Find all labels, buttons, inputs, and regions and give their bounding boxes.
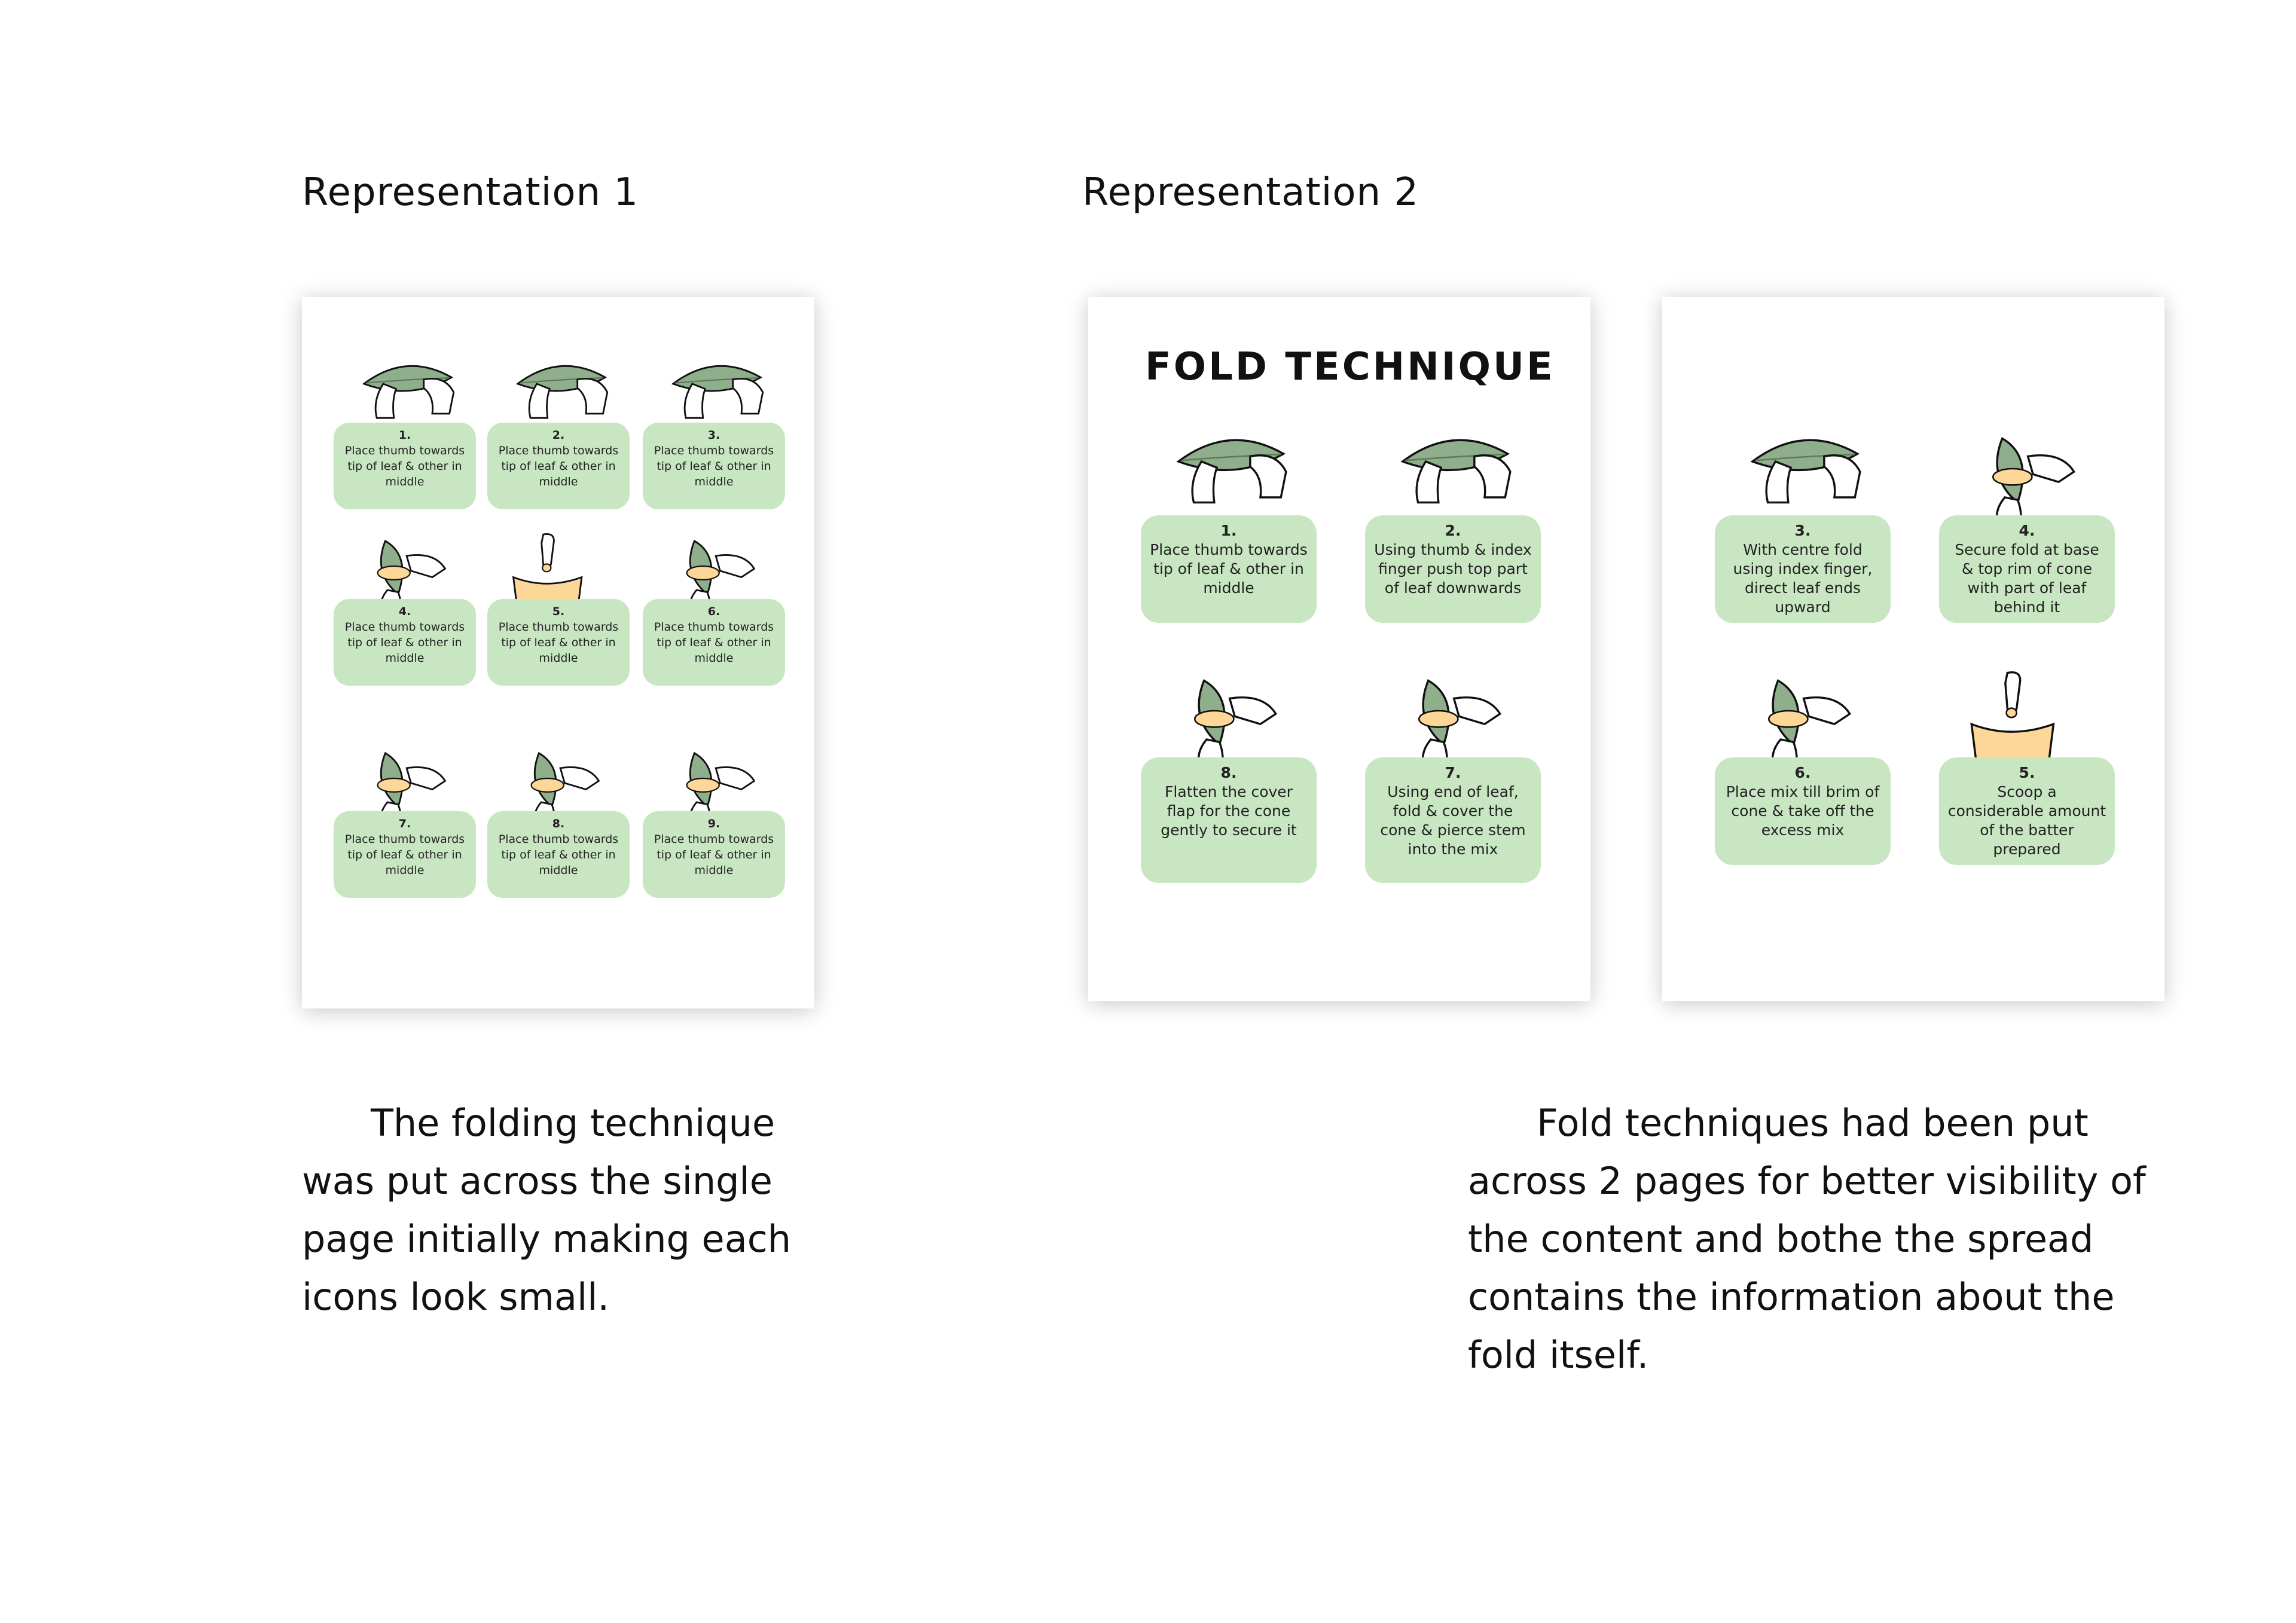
- step-number: 1.: [1220, 522, 1237, 539]
- step-description: Place mix till brim of cone & take off t…: [1726, 783, 1880, 839]
- step-card: 3. Place thumb towards tip of leaf & othe…: [643, 423, 785, 509]
- step-card: 2. Place thumb towards tip of leaf & othe…: [487, 423, 630, 509]
- step-description: Using thumb & index finger push top part…: [1374, 541, 1532, 597]
- heading-representation-1: Representation 1: [302, 170, 639, 215]
- step-description: Place thumb towards tip of leaf & other …: [498, 833, 619, 877]
- step-number: 7.: [398, 817, 411, 830]
- step-description: Place thumb towards tip of leaf & other …: [654, 833, 774, 877]
- step-description: Flatten the cover flap for the cone gent…: [1161, 783, 1297, 839]
- step-description: Place thumb towards tip of leaf & other …: [344, 621, 465, 665]
- step-description: Place thumb towards tip of leaf & other …: [498, 444, 619, 488]
- step-card: 4. Secure fold at base & top rim of cone …: [1939, 515, 2115, 623]
- step-card: 3. With centre fold using index finger, d…: [1715, 515, 1891, 623]
- caption-representation-1: The folding technique was put across the…: [302, 1094, 816, 1326]
- step-card: 6. Place mix till brim of cone & take off…: [1715, 757, 1891, 865]
- step-number: 4.: [2019, 522, 2035, 539]
- step-description: Place thumb towards tip of leaf & other …: [654, 621, 774, 665]
- step-description: Place thumb towards tip of leaf & other …: [654, 444, 774, 488]
- step-card: 1. Place thumb towards tip of leaf & othe…: [1141, 515, 1317, 623]
- step-number: 8.: [1220, 764, 1237, 781]
- step-number: 5.: [2019, 764, 2035, 781]
- step-description: Scoop a considerable amount of the batte…: [1947, 783, 2106, 858]
- step-card: 7. Using end of leaf, fold & cover the co…: [1365, 757, 1541, 883]
- page-representation-2-left: FOLD TECHNIQUE 1. Place thumb towards tip…: [1088, 297, 1590, 1001]
- step-description: Place thumb towards tip of leaf & other …: [344, 833, 465, 877]
- step-card: 5. Place thumb towards tip of leaf & othe…: [487, 599, 630, 686]
- heading-representation-2: Representation 2: [1082, 170, 1419, 215]
- step-number: 3.: [1794, 522, 1811, 539]
- step-number: 1.: [398, 429, 411, 442]
- step-number: 3.: [707, 429, 720, 442]
- step-number: 6.: [707, 605, 720, 618]
- step-description: Using end of leaf, fold & cover the cone…: [1380, 783, 1526, 858]
- step-card: 6. Place thumb towards tip of leaf & othe…: [643, 599, 785, 686]
- step-number: 8.: [552, 817, 565, 830]
- caption-text-right: Fold techniques had been put across 2 pa…: [1468, 1101, 2146, 1377]
- step-description: Place thumb towards tip of leaf & other …: [344, 444, 465, 488]
- step-number: 2.: [552, 429, 565, 442]
- step-card: 5. Scoop a considerable amount of the bat…: [1939, 757, 2115, 865]
- fold-technique-title: FOLD TECHNIQUE: [1145, 345, 1555, 389]
- page-representation-1: 1. Place thumb towards tip of leaf & othe…: [302, 297, 814, 1008]
- step-description: With centre fold using index finger, dir…: [1733, 541, 1873, 616]
- step-card: 9. Place thumb towards tip of leaf & othe…: [643, 811, 785, 898]
- step-description: Secure fold at base & top rim of cone wi…: [1955, 541, 2099, 616]
- caption-text-left: The folding technique was put across the…: [302, 1101, 792, 1319]
- caption-representation-2: Fold techniques had been put across 2 pa…: [1468, 1094, 2161, 1384]
- step-number: 2.: [1445, 522, 1461, 539]
- step-description: Place thumb towards tip of leaf & other …: [1150, 541, 1308, 597]
- step-card: 8. Place thumb towards tip of leaf & othe…: [487, 811, 630, 898]
- step-number: 4.: [398, 605, 411, 618]
- page-representation-2-right: 3. With centre fold using index finger, d…: [1662, 297, 2164, 1001]
- step-card: 1. Place thumb towards tip of leaf & othe…: [334, 423, 476, 509]
- step-number: 5.: [552, 605, 565, 618]
- step-number: 6.: [1794, 764, 1811, 781]
- step-card: 8. Flatten the cover flap for the cone ge…: [1141, 757, 1317, 883]
- step-number: 7.: [1445, 764, 1461, 781]
- step-number: 9.: [707, 817, 720, 830]
- step-card: 2. Using thumb & index finger push top pa…: [1365, 515, 1541, 623]
- step-card: 7. Place thumb towards tip of leaf & othe…: [334, 811, 476, 898]
- step-description: Place thumb towards tip of leaf & other …: [498, 621, 619, 665]
- step-card: 4. Place thumb towards tip of leaf & othe…: [334, 599, 476, 686]
